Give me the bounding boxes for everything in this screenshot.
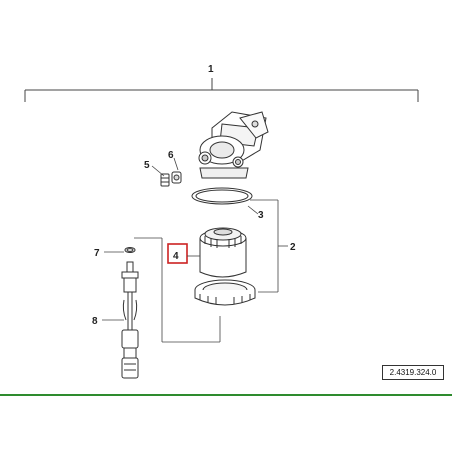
bowl-ring-part bbox=[194, 279, 256, 306]
callout-7[interactable]: 7 bbox=[94, 248, 100, 259]
bracket-7 bbox=[134, 237, 221, 343]
callout-8[interactable]: 8 bbox=[92, 316, 98, 327]
filter-head bbox=[198, 111, 269, 179]
callout-6[interactable]: 6 bbox=[168, 150, 174, 161]
reference-code-label: 2.4319.324.0 bbox=[382, 365, 444, 380]
highlight-box-4[interactable] bbox=[167, 243, 188, 264]
filter-cartridge-part bbox=[199, 227, 247, 278]
callout-5[interactable]: 5 bbox=[144, 160, 150, 171]
assembly-bracket bbox=[24, 78, 419, 102]
callout-1[interactable]: 1 bbox=[208, 64, 214, 75]
seal-ring-part bbox=[191, 187, 253, 205]
small-oring-part bbox=[124, 247, 136, 253]
callout-3[interactable]: 3 bbox=[258, 210, 264, 221]
callout-4[interactable]: 4 bbox=[173, 251, 179, 262]
leader-lines-5-6 bbox=[151, 157, 179, 177]
washer-part bbox=[171, 171, 182, 184]
water-sensor-part bbox=[121, 261, 139, 379]
leader-line-3 bbox=[247, 205, 259, 215]
bracket-2 bbox=[250, 199, 288, 293]
callout-2[interactable]: 2 bbox=[290, 242, 296, 253]
footer-divider bbox=[0, 394, 452, 396]
screw-part bbox=[160, 173, 170, 187]
